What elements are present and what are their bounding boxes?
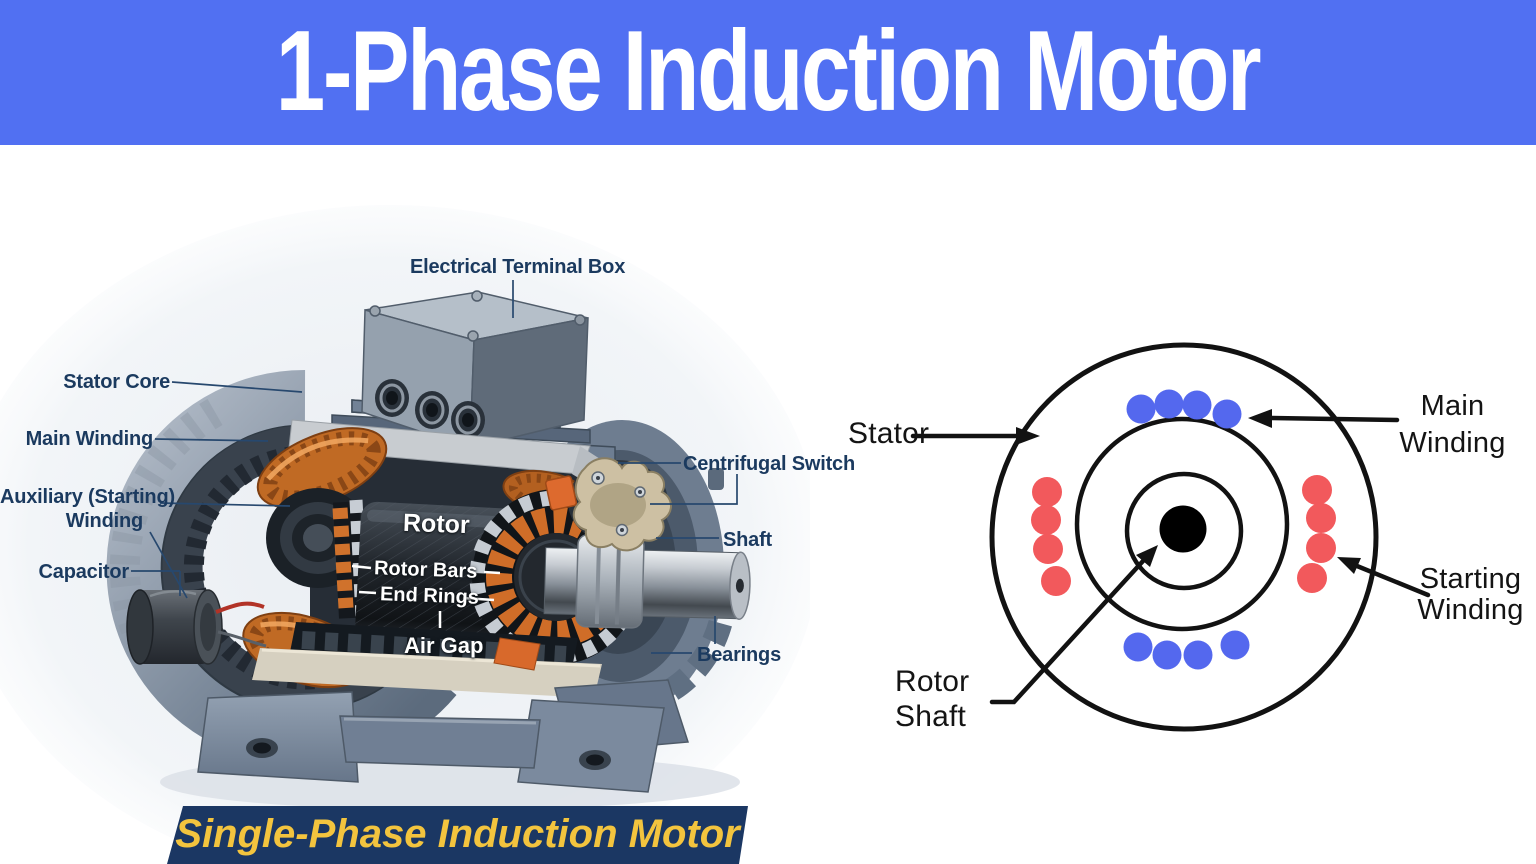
label-air-gap: Air Gap	[404, 633, 484, 658]
label-diagram-main-winding-line2: Winding	[1399, 427, 1506, 459]
caption-banner: Single-Phase Induction Motor	[167, 806, 748, 864]
label-main-winding: Main Winding	[25, 428, 154, 450]
label-diagram-rotor-shaft: Rotor Shaft	[895, 664, 969, 734]
label-end-rings: End Rings	[379, 583, 480, 609]
cross-section-diagram	[910, 342, 1431, 732]
rotor-shaft-leader	[989, 558, 1146, 705]
label-stator-core: Stator Core	[63, 371, 170, 393]
header-banner: 1-Phase Induction Motor	[0, 0, 1536, 145]
capacitor-wire-red	[215, 601, 265, 614]
label-diagram-main-winding-line1: Main	[1420, 390, 1485, 422]
stator-inner-circle	[1074, 416, 1290, 632]
rotor-circle	[1124, 471, 1244, 591]
air-gap-region	[252, 622, 602, 698]
motor-illustration	[0, 205, 810, 864]
label-diagram-rotor-shaft-line2: Shaft	[895, 700, 967, 733]
label-electrical-terminal-box: Electrical Terminal Box	[410, 256, 626, 278]
label-auxiliary-winding-line1: Auxiliary (Starting)	[0, 486, 175, 508]
label-centrifugal-switch: Centrifugal Switch	[683, 453, 855, 475]
diagram-arrows	[910, 409, 1431, 705]
rotor-left-end	[266, 488, 370, 619]
label-diagram-starting-winding-line1: Starting	[1419, 563, 1522, 595]
label-diagram-stator: Stator	[848, 417, 930, 450]
main-winding-dots	[1123, 389, 1250, 670]
shaft-graphic	[543, 533, 751, 629]
label-leader-lines	[131, 280, 738, 654]
label-rotor: Rotor	[402, 508, 471, 540]
label-diagram-starting-winding-line2: Winding	[1417, 594, 1524, 626]
label-shaft: Shaft	[723, 529, 773, 551]
main-winding-arrow	[1269, 415, 1400, 423]
stator-outer-circle	[989, 342, 1379, 732]
label-diagram-main-winding: Main Winding	[1390, 388, 1515, 462]
label-diagram-starting-winding: Starting Winding	[1408, 564, 1533, 626]
label-bearings: Bearings	[697, 644, 781, 666]
cable-glands	[375, 379, 485, 439]
label-auxiliary-winding-line2: Winding	[65, 510, 143, 532]
label-rotor-bars: Rotor Bars	[373, 557, 478, 583]
shaft-dot	[1159, 505, 1207, 553]
label-diagram-rotor-shaft-line1: Rotor	[895, 665, 970, 698]
centrifugal-switch-graphic	[544, 457, 672, 552]
starting-winding-dots	[1031, 475, 1336, 596]
capacitor-graphic	[126, 589, 267, 665]
caption-text: Single-Phase Induction Motor	[175, 811, 740, 856]
label-capacitor: Capacitor	[38, 561, 130, 583]
page-title: 1-Phase Induction Motor	[276, 8, 1262, 135]
motor-base	[197, 679, 690, 793]
main-winding-coil-upper	[256, 427, 388, 509]
white-pointer-dashes	[351, 564, 501, 628]
starting-winding-arrow	[1354, 563, 1431, 598]
